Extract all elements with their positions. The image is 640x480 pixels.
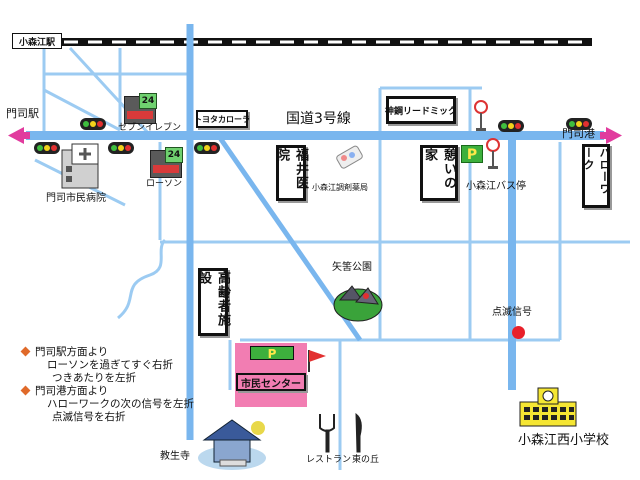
direction-step: 点滅信号を右折 <box>52 411 126 423</box>
civic-center-label: 市民センター <box>236 373 306 391</box>
blinking-signal-dot <box>512 326 525 339</box>
blinking-signal-label: 点滅信号 <box>492 307 532 318</box>
seven-eleven-label: セブンイレブン <box>118 123 182 133</box>
lawson-icon: 24 <box>150 147 183 178</box>
traffic-light <box>566 118 592 130</box>
traffic-light <box>34 142 60 154</box>
school-label: 小森江西小学校 <box>518 433 610 448</box>
traffic-light <box>498 120 524 132</box>
bus-stop-label: 小森江バス停 <box>466 181 526 192</box>
flag-icon <box>308 350 326 372</box>
traffic-light <box>194 142 220 154</box>
hospital-icon <box>61 143 99 189</box>
station-label: 小森江駅 <box>12 33 62 49</box>
railway-line <box>62 38 592 46</box>
store-sign: 24 <box>139 93 157 109</box>
restaurant-icon <box>319 412 362 453</box>
direction-heading: 門司駅方面より <box>20 346 194 359</box>
directions-legend: 門司駅方面より ローソンを過ぎてすぐ右折 つきあたりを左折 門司港方面より ハロ… <box>20 346 194 424</box>
bus-stop-icon <box>486 138 500 169</box>
park-icon <box>333 285 383 322</box>
direction-heading: 門司港方面より <box>20 385 194 398</box>
route3-road <box>26 131 604 140</box>
moji-station-label: 門司駅 <box>6 107 39 120</box>
fukui-clinic-label: 福井医院 <box>274 145 308 201</box>
temple-label: 教生寺 <box>160 451 190 462</box>
direction-step: ハローワークの次の信号を左折 <box>47 398 194 410</box>
diamond-icon <box>20 346 31 357</box>
diamond-icon <box>20 385 31 396</box>
direction-step: ローソンを過ぎてすぐ右折 <box>47 359 173 371</box>
lawson-label: ローソン <box>146 179 183 189</box>
traffic-light <box>108 142 134 154</box>
restaurant-label: レストラン <box>306 455 352 465</box>
parking-icon: P <box>461 145 483 163</box>
hospital-label: 門司市民病院 <box>46 193 106 204</box>
temple-icon <box>198 419 266 470</box>
park-label: 矢筈公園 <box>332 262 372 273</box>
route3-label: 国道3号線 <box>286 111 351 127</box>
moji-port-label: 門司港 <box>562 127 595 140</box>
seven-eleven-icon: 24 <box>124 93 157 124</box>
bus-stop-icon <box>474 100 488 131</box>
arrow-right <box>606 127 622 144</box>
ikoi-label: 憩いの家 <box>420 145 458 201</box>
direction-step: つきあたりを左折 <box>52 372 136 384</box>
minor-roads <box>34 46 630 470</box>
pharmacy-label: 小森江調剤薬局 <box>312 183 368 192</box>
hellowork-label: ハローワーク <box>582 144 611 208</box>
shinko-label: 神鋼リードミック <box>385 96 457 124</box>
store-sign: 24 <box>165 147 183 163</box>
elderly-facility-label: 高齢者施設 <box>196 268 230 336</box>
traffic-light <box>80 118 106 130</box>
pharmacy-icon <box>336 145 363 169</box>
arrow-left <box>8 127 24 144</box>
higashinooka-label: 東の丘 <box>352 455 380 465</box>
school-icon <box>519 387 577 427</box>
civic-parking-icon: P <box>250 346 294 361</box>
toyota-label: トヨタカローラ <box>194 110 250 128</box>
